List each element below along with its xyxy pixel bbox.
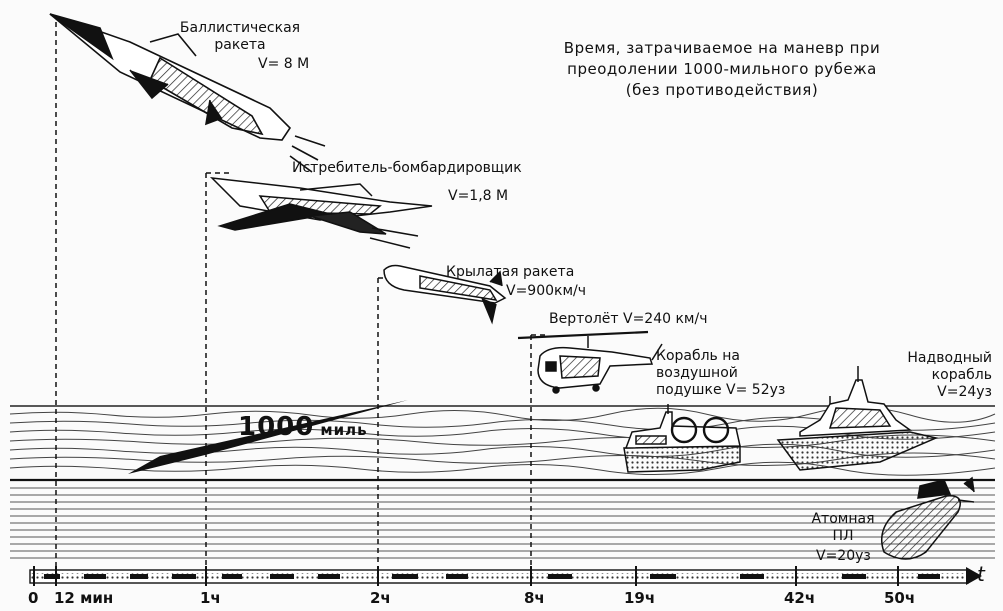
submarine-name-line2: ПЛ [832,528,854,544]
helicopter-name: Вертолёт [549,311,619,327]
underwater-lines [10,487,995,559]
submarine-label: Атомная ПЛ [800,511,886,545]
distance-value: 1000 [238,412,315,442]
title-line-2: преодолении 1000-мильного рубежа [567,60,877,78]
hovercraft-name-line3: подушке [656,382,722,398]
distance-wedge [128,400,408,474]
cruise-missile-speed: V=900км/ч [506,283,587,299]
tick-label-2h: 2ч [370,589,391,607]
submarine-name-line1: Атомная [811,511,875,527]
fighter-bomber-name: Истребитель-бомбардировщик [292,160,522,176]
surface-ship-icon [776,366,939,471]
ballistic-speed: V= 8 M [258,56,310,72]
hovercraft-speed: V= 52уз [726,382,786,398]
hovercraft-icon [623,404,741,473]
cruise-missile-name: Крылатая ракета [446,264,575,280]
helicopter-speed: V=240 км/ч [623,311,708,327]
fighter-bomber-icon [209,177,433,249]
ship-name-line1: Надводный [907,350,992,366]
tick-label-50h: 50ч [884,589,916,607]
diagram-title: Время, затрачиваемое на маневр при преод… [522,38,922,101]
title-line-1: Время, затрачиваемое на маневр при [563,39,881,57]
ballistic-missile-label: Баллистическая ракета [160,20,320,54]
time-axis-symbol: t [977,562,985,586]
fighter-bomber-speed: V=1,8 M [448,188,509,204]
helicopter-label: Вертолёт V=240 км/ч [549,311,708,328]
hovercraft-name-line1: Корабль на [656,348,740,364]
distance-label: 1000 миль [238,412,368,442]
tick-label-42h: 42ч [784,589,816,607]
time-drop-lines [55,22,545,578]
ship-speed: V=24уз [937,384,992,400]
tick-label-8h: 8ч [524,589,545,607]
tick-label-12min: 12 мин [54,589,114,607]
helicopter-icon [517,330,663,394]
ballistic-name-line2: ракета [214,37,266,53]
submarine-icon [881,476,975,560]
time-axis [29,566,982,586]
ship-name-line2: корабль [931,367,992,383]
ballistic-missile-icon [49,13,326,173]
hovercraft-name-line2: воздушной [656,365,738,381]
tick-label-1h: 1ч [200,589,221,607]
ballistic-name-line1: Баллистическая [179,20,301,36]
cruise-missile-icon [383,264,507,325]
title-line-3: (без противодействия) [625,81,819,99]
submarine-speed: V=20уз [816,548,871,564]
surface-ship-label: Надводный корабль V=24уз [860,350,992,401]
distance-unit: миль [320,421,368,439]
tick-label-0: 0 [28,589,39,607]
tick-label-19h: 19ч [624,589,656,607]
hovercraft-label: Корабль на воздушной подушке V= 52уз [656,348,785,399]
